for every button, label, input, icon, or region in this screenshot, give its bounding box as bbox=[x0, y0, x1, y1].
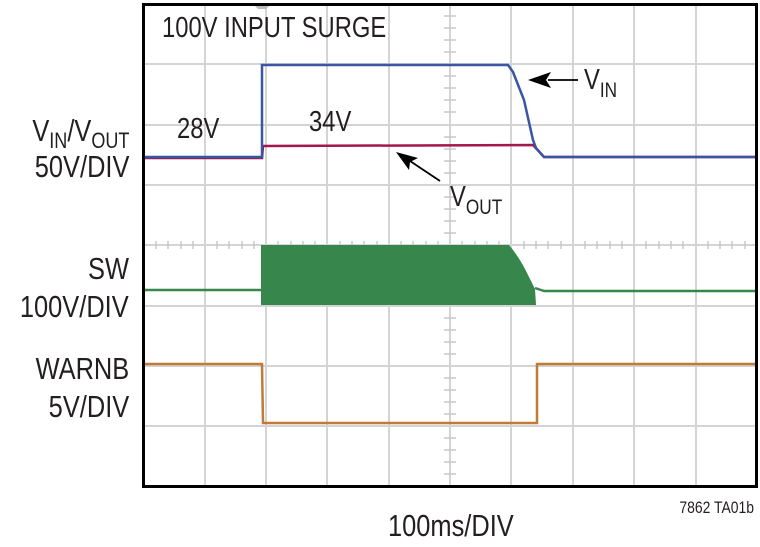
sw-trace bbox=[145, 245, 756, 305]
label-warnb: WARNB bbox=[35, 351, 129, 386]
x-axis-label: 100ms/DIV bbox=[388, 508, 514, 543]
vin-arrow bbox=[528, 72, 578, 88]
label-warnb-scale: 5V/DIV bbox=[48, 389, 129, 424]
label-sw: SW bbox=[88, 251, 129, 286]
vout-arrow bbox=[396, 152, 441, 182]
label-out-sub: OUT bbox=[90, 128, 129, 153]
annotation-vout: VOUT bbox=[450, 181, 502, 219]
label-vin-vout: VIN/VOUT bbox=[31, 113, 129, 154]
trigger-marker-icon bbox=[255, 6, 269, 9]
center-ticks bbox=[444, 15, 456, 475]
warnb-trace bbox=[145, 362, 756, 425]
vin-trace bbox=[145, 63, 756, 159]
annotation-vout-sub: OUT bbox=[465, 196, 503, 219]
annotation-vin-sub: IN bbox=[599, 79, 618, 102]
horizontal-center-ticks bbox=[155, 241, 746, 249]
annotation-34v: 34V bbox=[309, 106, 352, 138]
label-sw-scale: 100V/DIV bbox=[20, 289, 129, 324]
annotation-vout-main: V bbox=[450, 181, 466, 213]
label-vin-vout-scale: 50V/DIV bbox=[34, 149, 129, 184]
label-slash-v: /V bbox=[66, 113, 91, 148]
plot-title: 100V INPUT SURGE bbox=[162, 12, 387, 44]
figure-id: 7862 TA01b bbox=[679, 498, 754, 517]
annotation-vin: VIN bbox=[584, 64, 617, 102]
label-in-sub: IN bbox=[48, 128, 67, 153]
annotation-vin-main: V bbox=[584, 64, 600, 96]
annotation-28v: 28V bbox=[177, 113, 220, 145]
plot-frame bbox=[142, 3, 758, 488]
label-v: V bbox=[31, 113, 49, 148]
